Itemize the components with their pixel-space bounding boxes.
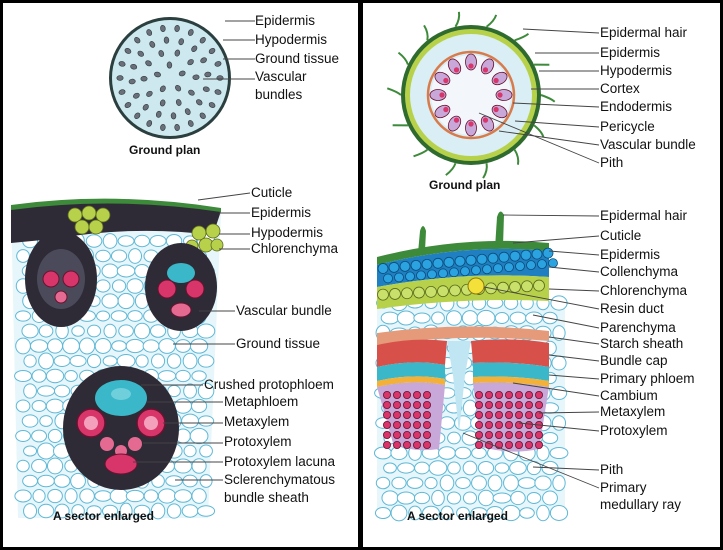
caption-ground-plan: Ground plan (429, 178, 501, 192)
label-starch-sheath: Starch sheath (600, 336, 684, 351)
label-vascular-bundle: Vascular bundle (236, 303, 332, 318)
dicot-stem-panel: Epidermal hair Epidermis Hypodermis Cort… (363, 3, 720, 547)
label-ground-tissue: Ground tissue (236, 336, 321, 351)
label-cortex: Cortex (600, 81, 640, 96)
caption-ground-plan: Ground plan (129, 143, 201, 157)
label-cuticle: Cuticle (600, 228, 642, 243)
caption-sector-enlarged: A sector enlarged (407, 509, 508, 523)
label-metaxylem: Metaxylem (600, 404, 666, 419)
label-resin-duct: Resin duct (600, 301, 664, 316)
label-crushed-protophloem: Crushed protophloem (204, 377, 334, 392)
label-epidermal-hair: Epidermal hair (600, 208, 688, 223)
label-metaxylem: Metaxylem (224, 414, 290, 429)
label-epidermal-hair: Epidermal hair (600, 25, 688, 40)
caption-sector-enlarged: A sector enlarged (53, 509, 154, 523)
label-protoxylem: Protoxylem (600, 423, 668, 438)
label-endodermis: Endodermis (600, 99, 673, 114)
label-bundle-cap: Bundle cap (600, 353, 668, 368)
label-cuticle: Cuticle (251, 185, 293, 200)
monocot-stem-diagram (11, 17, 255, 520)
label-protoxylem-lacuna: Protoxylem lacuna (224, 454, 336, 469)
dicot-sector (373, 28, 600, 522)
label-chlorenchyma: Chlorenchyma (251, 241, 339, 256)
label-collenchyma: Collenchyma (600, 264, 679, 279)
label-cambium: Cambium (600, 388, 658, 403)
monocot-ground-plan (109, 17, 231, 139)
label-vascular: Vascular (255, 69, 307, 84)
label-ground-tissue: Ground tissue (255, 51, 340, 66)
label-epidermis: Epidermis (600, 45, 661, 60)
dicot-stem-diagram (373, 11, 600, 522)
label-epidermis: Epidermis (600, 247, 661, 262)
dicot-ground-plan (386, 11, 556, 179)
monocot-stem-panel: Epidermis Hypodermis Ground tissue Vascu… (3, 3, 358, 547)
monocot-sector (11, 20, 255, 520)
label-pith: Pith (600, 155, 624, 170)
label-chlorenchyma: Chlorenchyma (600, 283, 688, 298)
label-parenchyma: Parenchyma (600, 320, 676, 335)
label-hypodermis: Hypodermis (255, 32, 328, 47)
label-primary-phloem: Primary phloem (600, 371, 695, 386)
label-primary: Primary (600, 480, 647, 495)
label-protoxylem: Protoxylem (224, 434, 292, 449)
label-bundle-sheath: bundle sheath (224, 490, 309, 505)
label-epidermis: Epidermis (251, 205, 312, 220)
label-sclerenchymatous: Sclerenchymatous (224, 472, 336, 487)
label-bundles: bundles (255, 87, 303, 102)
label-hypodermis: Hypodermis (600, 63, 673, 78)
label-vascular-bundle: Vascular bundle (600, 137, 696, 152)
label-pith: Pith (600, 462, 624, 477)
label-hypodermis: Hypodermis (251, 225, 324, 240)
label-medullary-ray: medullary ray (600, 497, 682, 512)
label-metaphloem: Metaphloem (224, 394, 299, 409)
vascular-bundle (25, 231, 97, 327)
label-pericycle: Pericycle (600, 119, 655, 134)
vascular-bundle (145, 243, 217, 331)
label-epidermis: Epidermis (255, 13, 316, 28)
vascular-bundle-enlarged (63, 366, 179, 490)
